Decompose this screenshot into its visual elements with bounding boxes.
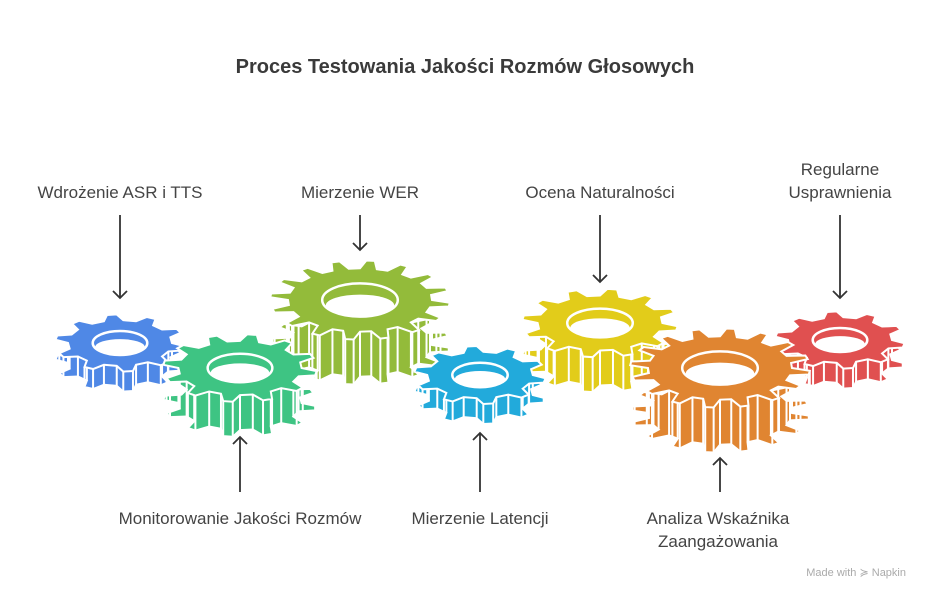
gear-7 bbox=[774, 310, 906, 390]
gear-3 bbox=[268, 259, 452, 386]
napkin-logo-icon: ≽ bbox=[859, 567, 869, 579]
gear-hole-inner bbox=[454, 371, 506, 387]
arrow-head-icon bbox=[352, 242, 368, 252]
arrow-step-1 bbox=[112, 215, 128, 300]
gear-2 bbox=[162, 333, 318, 438]
arrow-head-icon bbox=[712, 456, 728, 466]
label-step-3: Mierzenie WER bbox=[300, 183, 420, 202]
arrow-head-icon bbox=[832, 290, 848, 300]
arrow-head-icon bbox=[592, 274, 608, 284]
gear-hole-inner bbox=[570, 318, 630, 338]
gear-1 bbox=[54, 313, 186, 393]
arrow-step-5 bbox=[592, 215, 608, 284]
footer-text: Made with bbox=[806, 567, 857, 579]
label-step-5: Ocena Naturalności bbox=[525, 183, 675, 202]
page-title: Proces Testowania Jakości Rozmów Głosowy… bbox=[235, 56, 695, 78]
gear-hole-inner bbox=[210, 363, 270, 382]
label-step-7: Regularne Usprawnienia bbox=[788, 160, 892, 202]
gear-hole-inner bbox=[325, 294, 395, 317]
arrow-step-3 bbox=[352, 215, 368, 252]
gear-4 bbox=[413, 344, 547, 426]
arrow-step-2 bbox=[232, 435, 248, 492]
label-step-4: Mierzenie Latencji bbox=[411, 509, 549, 528]
gear-hole-inner bbox=[95, 339, 145, 355]
arrow-head-icon bbox=[112, 290, 128, 300]
gear-6 bbox=[628, 327, 812, 454]
footer-brand: Napkin bbox=[871, 567, 906, 579]
label-step-6: Analiza Wskaźnika Zaangażowania bbox=[646, 509, 790, 551]
gear-hole-inner bbox=[815, 336, 865, 352]
label-step-1: Wdrożenie ASR i TTS bbox=[37, 183, 203, 202]
arrow-step-6 bbox=[712, 456, 728, 492]
arrow-step-7 bbox=[832, 215, 848, 300]
arrow-step-4 bbox=[472, 431, 488, 492]
footer: Made with ≽ Napkin bbox=[806, 566, 906, 579]
arrow-head-icon bbox=[472, 431, 488, 441]
gear-hole-inner bbox=[685, 362, 755, 385]
label-step-2: Monitorowanie Jakości Rozmów bbox=[118, 509, 362, 528]
arrow-head-icon bbox=[232, 435, 248, 445]
